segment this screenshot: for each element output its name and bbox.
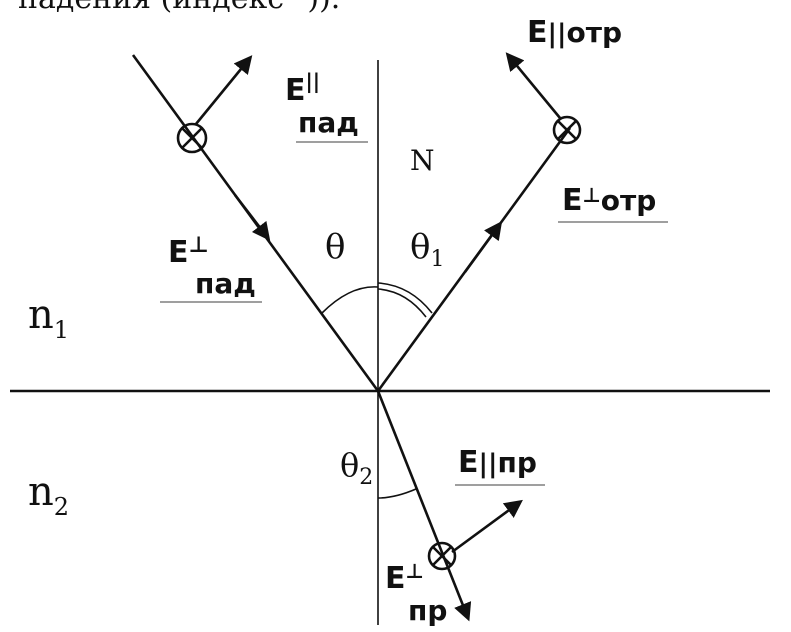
medium-bottom-label: n2	[28, 469, 69, 521]
incident-parallel-label: E|| пад	[285, 69, 368, 143]
reflection-angle-arc-2	[377, 288, 427, 318]
incident-perp-symbol-icon	[176, 122, 208, 154]
svg-text:пад: пад	[195, 267, 256, 300]
svg-text:пр: пр	[408, 594, 447, 627]
reflection-angle-arc-1	[377, 282, 433, 314]
svg-text:E||пр: E||пр	[458, 445, 537, 480]
medium-top-label: n1	[28, 292, 69, 344]
svg-text:E||отр: E||отр	[527, 15, 622, 50]
svg-text:E||: E||	[285, 69, 320, 108]
refraction-angle-label: θ2	[340, 446, 373, 490]
incidence-angle-arc	[321, 286, 379, 314]
refracted-perp-symbol-icon	[427, 541, 457, 571]
incidence-angle-label: θ	[325, 227, 345, 267]
refracted-perp-label: E⊥ пр	[385, 559, 447, 627]
incident-perp-label: E⊥ пад	[160, 233, 262, 303]
reflected-ray-arrow	[463, 221, 503, 273]
svg-text:E⊥: E⊥	[168, 233, 209, 270]
header-fragment: падения (индекс ")).	[18, 0, 340, 16]
refracted-parallel-label: E||пр	[455, 445, 545, 486]
incident-parallel-vector	[194, 55, 253, 125]
refracted-parallel-vector	[451, 499, 523, 554]
svg-text:пад: пад	[298, 106, 359, 139]
svg-text:E⊥: E⊥	[385, 559, 424, 596]
reflected-parallel-vector	[505, 52, 562, 119]
normal-label: N	[410, 144, 435, 177]
reflection-angle-label: θ1	[410, 227, 444, 272]
reflected-parallel-label: E||отр	[527, 15, 622, 50]
refraction-angle-arc	[377, 488, 417, 499]
svg-text:E⊥отр: E⊥отр	[562, 183, 656, 218]
incident-ray-arrow	[233, 194, 271, 241]
refracted-ray	[376, 390, 472, 622]
reflected-perp-label: E⊥отр	[558, 183, 668, 223]
reflected-perp-symbol-icon	[552, 115, 582, 145]
